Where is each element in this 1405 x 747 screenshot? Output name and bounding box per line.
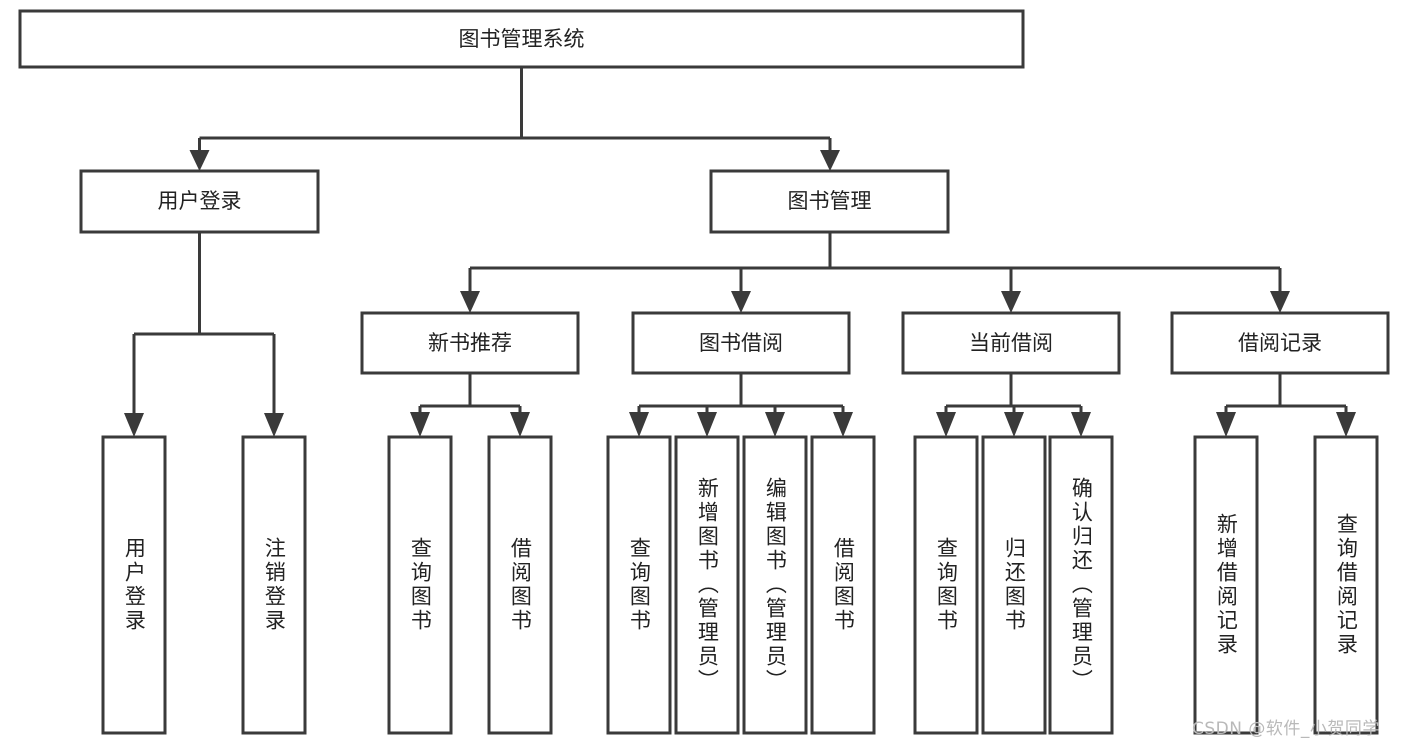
leaf-edit-book-box[interactable] <box>742 435 808 735</box>
arrow-to-leaf-confirm-return <box>1071 412 1091 437</box>
node-root-label: 图书管理系统 <box>459 27 585 51</box>
connector-group-bookborrow <box>629 373 853 437</box>
connector-group-newbook <box>410 373 530 437</box>
arrow-root-to-userlogin <box>189 150 210 171</box>
leaf-borrow-book-1-box[interactable] <box>487 435 553 735</box>
leaf-logout-box[interactable] <box>241 435 307 735</box>
connector-group-root <box>189 67 840 171</box>
node-book-management-box[interactable] <box>709 169 950 234</box>
node-current-borrow-box[interactable] <box>901 311 1121 375</box>
arrow-to-leaf-query-book-3 <box>936 412 956 437</box>
node-user-login-box[interactable] <box>79 169 320 234</box>
node-borrow-record[interactable]: 借阅记录 <box>1170 311 1390 375</box>
node-book-management-label: 图书管理 <box>788 189 872 213</box>
leaf-query-book-1-box[interactable] <box>387 435 453 735</box>
arrow-to-newbook <box>460 291 480 313</box>
connector-group-bookmgmt <box>460 232 1290 313</box>
arrow-to-leaf-query-book-2 <box>629 412 649 437</box>
leaf-return-book-box[interactable] <box>981 435 1047 735</box>
leaf-user-login-box[interactable] <box>101 435 167 735</box>
leaf-query-book-3-box[interactable] <box>913 435 979 735</box>
arrow-to-leaf-query-book-1 <box>410 412 430 437</box>
arrow-to-leaf-edit-book <box>765 412 785 437</box>
arrow-to-leaf-query-record <box>1336 412 1356 437</box>
arrow-root-to-bookmgmt <box>820 150 840 171</box>
leaf-add-record-box[interactable] <box>1193 435 1259 735</box>
arrow-to-leaf-add-book <box>697 412 717 437</box>
node-user-login-label: 用户登录 <box>158 189 242 213</box>
arrow-to-currentborrow <box>1001 291 1021 313</box>
node-root[interactable]: 图书管理系统 <box>18 9 1025 69</box>
arrow-to-leaf-logout <box>264 413 284 437</box>
node-current-borrow[interactable]: 当前借阅 <box>901 311 1121 375</box>
node-new-book-recommend-label: 新书推荐 <box>428 331 512 355</box>
node-book-borrow-box[interactable] <box>631 311 851 375</box>
csdn-watermark: CSDN @软件_小贺同学 <box>1192 719 1380 739</box>
node-borrow-record-box[interactable] <box>1170 311 1390 375</box>
node-new-book-recommend[interactable]: 新书推荐 <box>360 311 580 375</box>
arrow-to-leaf-add-record <box>1216 412 1236 437</box>
arrow-to-bookborrow <box>731 291 751 313</box>
node-book-borrow-label: 图书借阅 <box>699 331 783 355</box>
node-user-login[interactable]: 用户登录 <box>79 169 320 234</box>
leaf-confirm-return-box[interactable] <box>1048 435 1114 735</box>
connector-group-borrowrecord <box>1216 373 1356 437</box>
node-root-box[interactable] <box>18 9 1025 69</box>
connector-group-currentborrow <box>936 373 1091 437</box>
node-book-management[interactable]: 图书管理 <box>709 169 950 234</box>
arrow-to-leaf-borrow-book-1 <box>510 412 530 437</box>
node-book-borrow[interactable]: 图书借阅 <box>631 311 851 375</box>
node-current-borrow-label: 当前借阅 <box>969 331 1053 355</box>
leaf-add-book-box[interactable] <box>674 435 740 735</box>
node-new-book-recommend-box[interactable] <box>360 311 580 375</box>
leaf-query-record-box[interactable] <box>1313 435 1379 735</box>
arrow-to-leaf-user-login <box>124 413 144 437</box>
connector-group-userlogin <box>124 232 284 437</box>
leaf-borrow-book-2-box[interactable] <box>810 435 876 735</box>
leaf-query-book-2-box[interactable] <box>606 435 672 735</box>
arrow-to-borrowrecord <box>1270 291 1290 313</box>
arrow-to-leaf-return-book <box>1004 412 1024 437</box>
arrow-to-leaf-borrow-book-2 <box>833 412 853 437</box>
node-borrow-record-label: 借阅记录 <box>1238 331 1322 355</box>
leaf-boxes <box>101 435 1379 735</box>
